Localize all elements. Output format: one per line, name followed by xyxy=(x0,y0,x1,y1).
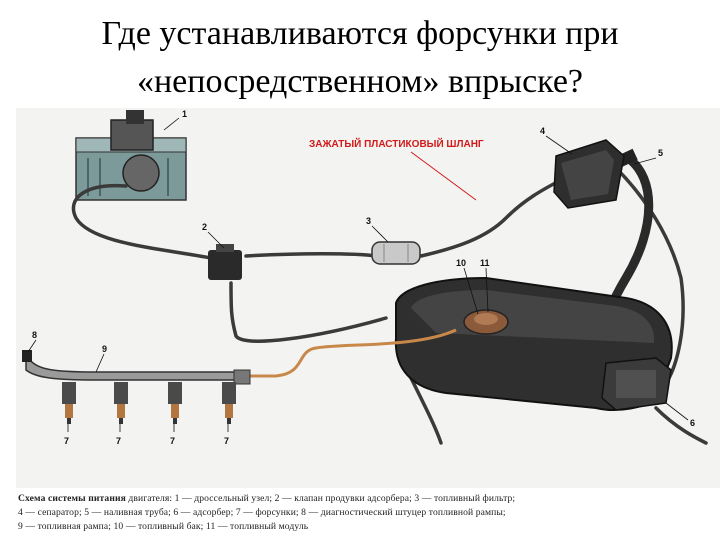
hose-label: ЗАЖАТЫЙ ПЛАСТИКОВЫЙ ШЛАНГ xyxy=(309,137,484,150)
callout-8: 8 xyxy=(32,330,37,340)
fuel-rail xyxy=(22,350,251,385)
callout-11: 11 xyxy=(480,258,490,268)
slide-title: Где устанавливаются форсунки при «непоср… xyxy=(0,10,720,106)
callout-6: 6 xyxy=(690,418,695,428)
hose-label-pointer xyxy=(410,151,477,201)
adsorber xyxy=(601,357,672,411)
diagram-svg: ЗАЖАТЫЙ ПЛАСТИКОВЫЙ ШЛАНГ 1 2 3 4 5 6 7 … xyxy=(22,109,708,446)
callout-7-injector-1: 7 xyxy=(64,436,69,446)
caption-line-1: Схема системы питания двигателя: 1 — дро… xyxy=(18,492,718,506)
injectors xyxy=(62,382,236,424)
callout-7-injector-3: 7 xyxy=(170,436,175,446)
callout-9: 9 xyxy=(102,344,107,354)
purge-valve xyxy=(208,244,242,280)
caption-line-1-rest: двигателя: 1 — дроссельный узел; 2 — кла… xyxy=(125,493,516,504)
callout-4: 4 xyxy=(540,126,545,136)
title-line-2: «непосредственном» впрыске? xyxy=(136,63,584,100)
callout-7-injector-4: 7 xyxy=(224,436,229,446)
fuel-tank xyxy=(394,276,673,411)
separator xyxy=(553,139,625,209)
diagram-caption: Схема системы питания двигателя: 1 — дро… xyxy=(18,492,718,540)
fuel-filter xyxy=(371,241,421,265)
fuel-line xyxy=(246,328,457,378)
caption-line-3: 9 — топливная рампа; 10 — топливный бак;… xyxy=(18,521,309,532)
leader-lines xyxy=(27,117,689,432)
callout-2: 2 xyxy=(202,222,207,232)
callout-7-injector-2: 7 xyxy=(116,436,121,446)
throttle-body xyxy=(75,110,187,201)
callout-10: 10 xyxy=(456,258,466,268)
fuel-system-diagram: ЗАЖАТЫЙ ПЛАСТИКОВЫЙ ШЛАНГ 1 2 3 4 5 6 7 … xyxy=(16,108,720,488)
callout-5: 5 xyxy=(658,148,663,158)
title-line-1: Где устанавливаются форсунки при xyxy=(101,15,619,52)
hoses xyxy=(71,166,708,445)
callout-1: 1 xyxy=(182,109,187,119)
caption-head: Схема системы питания xyxy=(18,493,126,504)
caption-line-2: 4 — сепаратор; 5 — наливная труба; 6 — а… xyxy=(18,507,506,518)
callout-3: 3 xyxy=(366,216,371,226)
